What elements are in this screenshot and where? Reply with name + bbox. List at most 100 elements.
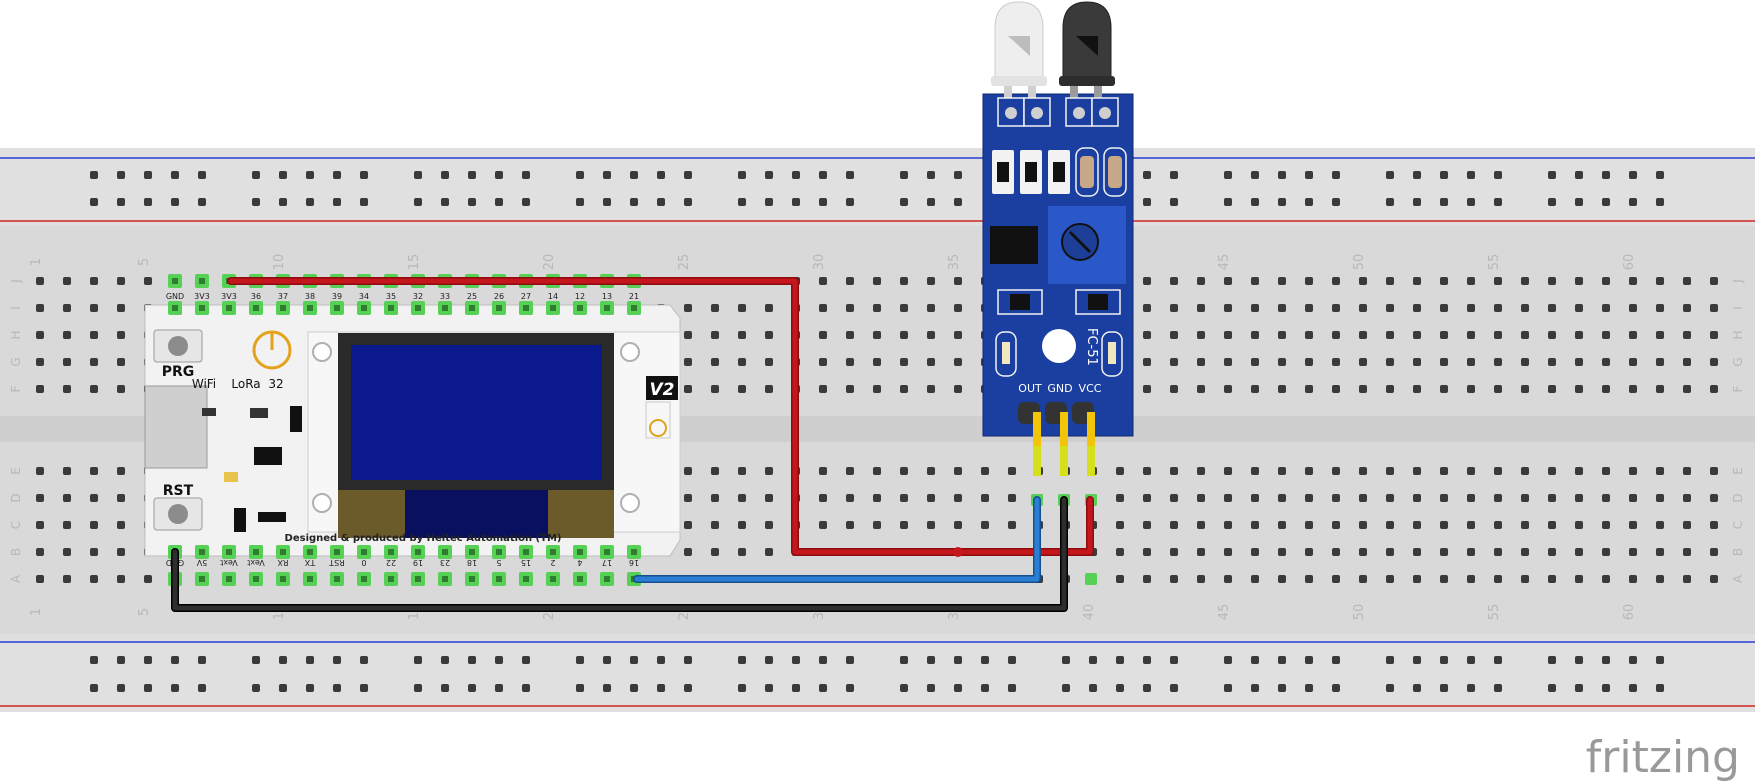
rail-hole	[1575, 656, 1583, 664]
rail-hole	[1278, 656, 1286, 664]
breadboard-hole	[1008, 494, 1016, 502]
breadboard-hole	[900, 494, 908, 502]
breadboard-hole	[1332, 548, 1340, 556]
rail-hole	[1575, 171, 1583, 179]
breadboard-hole	[927, 494, 935, 502]
breadboard-hole	[1467, 358, 1475, 366]
breadboard-hole	[1116, 467, 1124, 475]
breadboard-hole	[1629, 494, 1637, 502]
rail-hole	[1548, 656, 1556, 664]
rail-hole	[495, 171, 503, 179]
sensor-model-label: FC-51	[1084, 328, 1099, 366]
rail-hole	[198, 656, 206, 664]
rail-hole	[792, 198, 800, 206]
fc51-ir-sensor: FC-51 OUT GND VCC	[982, 1, 1134, 476]
breadboard-hole	[1548, 521, 1556, 529]
breadboard-hole	[765, 385, 773, 393]
pin-label: Vext	[220, 558, 238, 567]
column-number: 45	[1217, 254, 1232, 271]
breadboard-hole	[1251, 521, 1259, 529]
led-component	[224, 472, 238, 482]
breadboard-hole	[1197, 277, 1205, 285]
column-number: 1	[29, 258, 44, 266]
breadboard-hole	[954, 494, 962, 502]
breadboard-hole	[1656, 304, 1664, 312]
breadboard-hole	[1683, 385, 1691, 393]
breadboard-hole	[1386, 494, 1394, 502]
wire-bend-point	[953, 547, 963, 557]
smd-component	[202, 408, 216, 416]
breadboard-hole	[1008, 521, 1016, 529]
pin-label: 36	[251, 292, 261, 301]
header-pin-core	[496, 576, 502, 582]
breadboard-hole	[1521, 548, 1529, 556]
column-number: 25	[677, 254, 692, 271]
breadboard-hole	[1656, 575, 1664, 583]
rail-hole	[576, 198, 584, 206]
rail-hole	[495, 198, 503, 206]
breadboard-hole	[1116, 575, 1124, 583]
breadboard-hole	[1332, 521, 1340, 529]
breadboard-hole	[1224, 575, 1232, 583]
breadboard-hole	[765, 548, 773, 556]
breadboard-hole	[1197, 521, 1205, 529]
header-pin-core	[388, 549, 394, 555]
rail-hole	[1008, 656, 1016, 664]
breadboard-hole	[765, 331, 773, 339]
mount-hole	[620, 342, 640, 362]
breadboard-hole	[1386, 548, 1394, 556]
breadboard-hole	[738, 494, 746, 502]
breadboard-hole	[63, 575, 71, 583]
rail-hole	[1494, 171, 1502, 179]
rail-hole	[1062, 684, 1070, 692]
rail-hole	[117, 198, 125, 206]
breadboard-hole	[765, 304, 773, 312]
header-pin-core	[496, 549, 502, 555]
ir-led-leg	[1004, 70, 1012, 104]
rail-hole	[603, 171, 611, 179]
breadboard-hole	[927, 331, 935, 339]
breadboard-hole	[1332, 494, 1340, 502]
breadboard-hole	[1494, 575, 1502, 583]
breadboard-hole	[1629, 521, 1637, 529]
breadboard-hole	[846, 494, 854, 502]
wire-gpio16-out	[634, 497, 1040, 582]
breadboard-hole	[1143, 277, 1151, 285]
row-letter: F	[9, 385, 23, 392]
breadboard-hole	[90, 331, 98, 339]
breadboard-hole	[1197, 575, 1205, 583]
breadboard-hole	[1656, 548, 1664, 556]
breadboard-hole	[144, 575, 152, 583]
rail-hole	[279, 684, 287, 692]
rail-hole	[252, 656, 260, 664]
breadboard-hole	[1710, 277, 1718, 285]
header-pin-core	[172, 305, 178, 311]
breadboard-hole	[1116, 548, 1124, 556]
breadboard-hole	[1656, 277, 1664, 285]
header-pin-core	[415, 305, 421, 311]
breadboard-hole	[117, 494, 125, 502]
breadboard-hole	[684, 331, 692, 339]
sensor-pin-label-vcc: VCC	[1079, 382, 1102, 395]
row-letter: F	[1731, 385, 1745, 392]
rail-hole	[333, 684, 341, 692]
breadboard-hole	[1278, 467, 1286, 475]
column-number: 50	[1352, 254, 1367, 271]
breadboard-hole	[1305, 385, 1313, 393]
sensor-pin-lead	[1087, 412, 1095, 476]
breadboard-hole	[1683, 304, 1691, 312]
breadboard-hole	[1251, 467, 1259, 475]
breadboard-hole	[1251, 385, 1259, 393]
photodiode-leg	[1070, 70, 1078, 104]
rail-hole	[1656, 171, 1664, 179]
breadboard-hole	[1278, 575, 1286, 583]
breadboard-hole	[1386, 385, 1394, 393]
breadboard-hole	[954, 331, 962, 339]
rail-hole	[306, 684, 314, 692]
rail-hole	[576, 684, 584, 692]
pin-label: 2	[550, 558, 555, 567]
breadboard-hole	[1656, 467, 1664, 475]
breadboard-hole	[1629, 385, 1637, 393]
breadboard-hole	[1143, 385, 1151, 393]
breadboard-hole	[873, 467, 881, 475]
